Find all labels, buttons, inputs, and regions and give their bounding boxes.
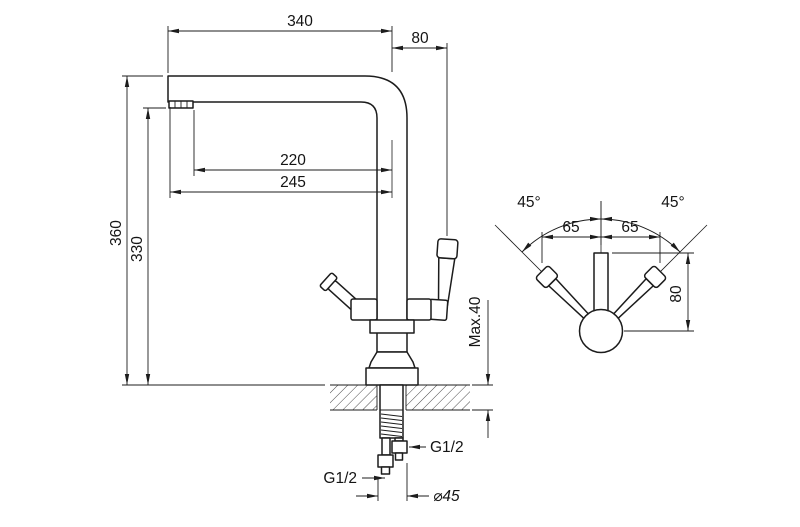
dim-label-65-left: 65 — [562, 219, 579, 236]
base-flange — [365, 367, 419, 386]
riser-pipe — [593, 252, 609, 314]
mounting-shank — [377, 384, 408, 475]
faucet-body — [167, 75, 459, 386]
dim-label-65-right: 65 — [621, 219, 638, 236]
valve-body-circle — [578, 308, 624, 354]
dim-label-45-right: 45° — [661, 194, 684, 211]
dim-label-330: 330 — [129, 236, 146, 262]
angle-arc-right — [600, 216, 681, 253]
thread-marks — [380, 413, 403, 437]
left-valve-fitting — [350, 298, 378, 321]
counter-section — [330, 384, 470, 411]
dim-label-45-left: 45° — [517, 194, 540, 211]
right-valve-fitting — [406, 298, 432, 321]
dim-label-340: 340 — [287, 13, 313, 30]
base-cone — [368, 351, 416, 369]
dim-label-80-side: 80 — [668, 285, 685, 303]
counter-hatch-left — [330, 385, 377, 410]
right-hose — [391, 437, 408, 461]
threaded-shank — [379, 384, 404, 439]
right-handle — [427, 238, 459, 322]
front-view: 340 80 220 245 360 330 M — [108, 13, 493, 505]
dim-label-80-top: 80 — [411, 30, 429, 47]
angle-arc-left — [521, 216, 602, 253]
dim-label-dia45: ⌀45 — [433, 488, 460, 505]
dim-label-360: 360 — [108, 220, 125, 246]
side-view: 45° 45° 65 65 80 — [494, 194, 708, 354]
dim-label-max40: Max.40 — [467, 296, 484, 347]
dim-label-245: 245 — [280, 174, 306, 191]
dim-label-g12-right: G1/2 — [430, 439, 464, 456]
dim-label-220: 220 — [280, 152, 306, 169]
counter-hatch-right — [406, 385, 470, 410]
left-hose — [377, 437, 394, 475]
body-collar — [369, 319, 415, 334]
side-dimensions: 45° 45° 65 65 80 — [517, 194, 694, 332]
dim-label-g12-left: G1/2 — [323, 470, 357, 487]
front-dimensions: 340 80 220 245 360 330 M — [108, 13, 493, 505]
